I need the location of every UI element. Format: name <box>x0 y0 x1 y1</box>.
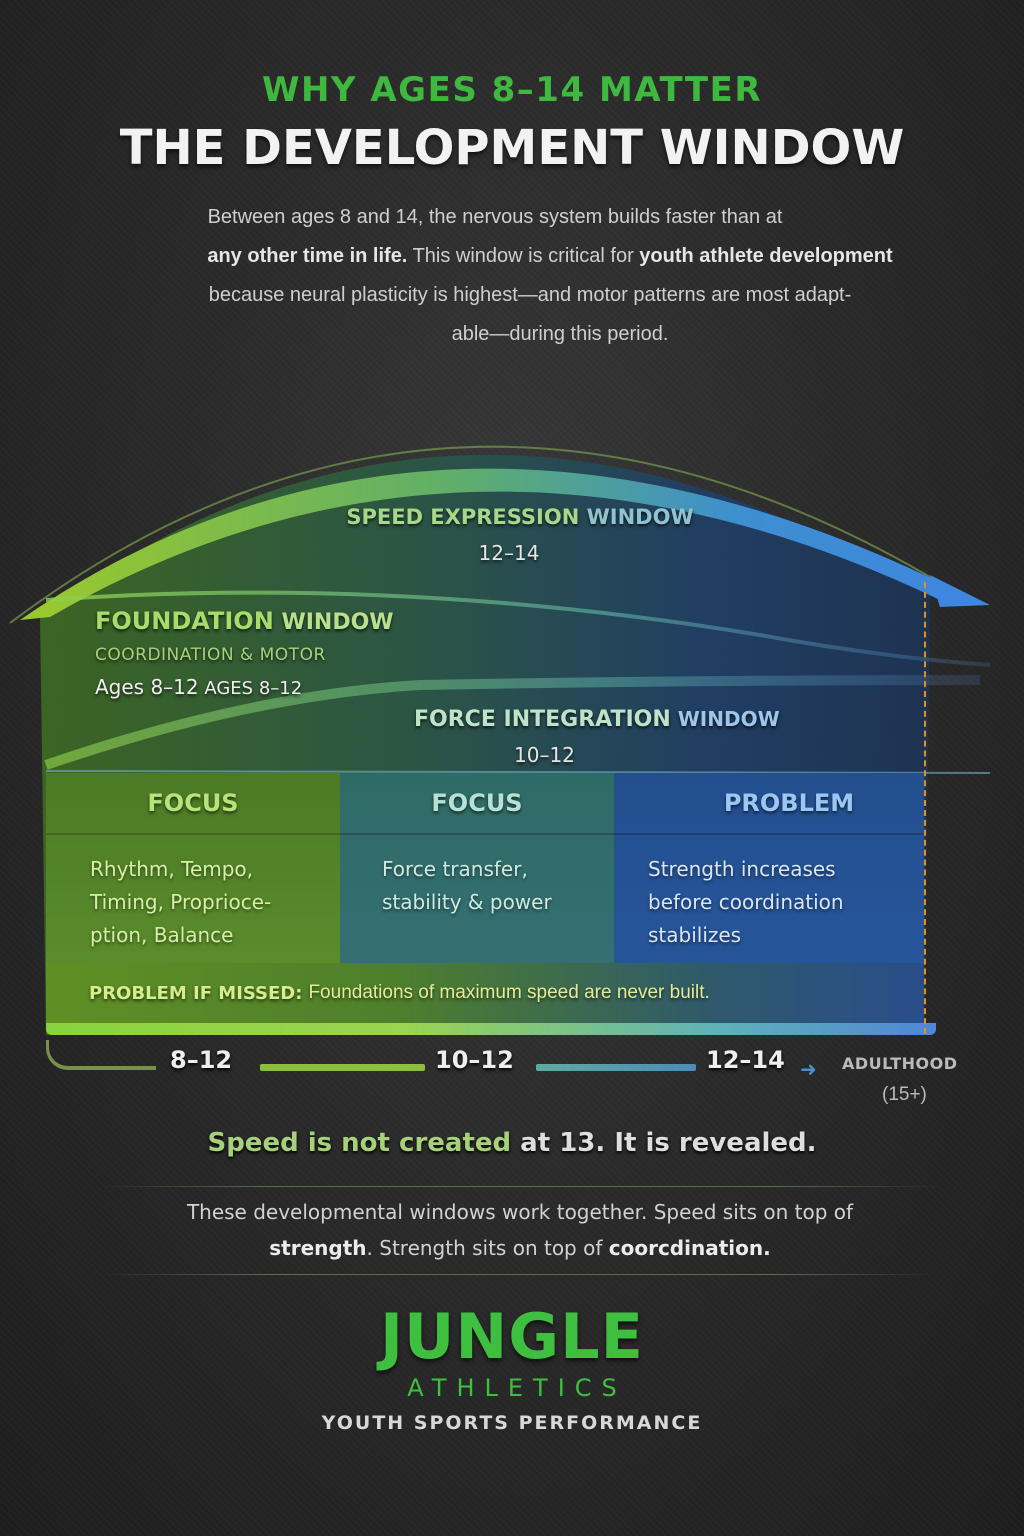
divider <box>100 1274 940 1275</box>
speed-window-ages: 12–14 <box>478 541 540 565</box>
closing-paragraph: These developmental windows work togethe… <box>100 1194 940 1266</box>
divider <box>100 1186 940 1187</box>
foundation-ages-dup: AGES 8–12 <box>198 678 303 699</box>
tagline-green: Speed is not created <box>207 1128 512 1158</box>
missed-text: Foundations of maximum speed are never b… <box>308 982 710 1003</box>
speed-title-bold: SPEED EXPRESSION <box>346 505 580 529</box>
timeline-bar-1 <box>260 1064 425 1071</box>
column-line: stability & power <box>382 890 552 914</box>
brand-subtitle: ATHLETICS <box>407 1374 627 1402</box>
development-window-diagram: SPEED EXPRESSION WINDOW 12–14 FOUNDATION… <box>0 395 1024 1095</box>
column-foundation-focus: FOCUS Rhythm, Tempo, Timing, Proprioce- … <box>46 773 340 963</box>
timeline-stage-2: 10–12 <box>435 1046 514 1074</box>
timeline-start-curve <box>46 1040 156 1070</box>
banner-base-stripe <box>46 1023 936 1035</box>
foundation-ages-main: Ages 8–12 <box>95 675 199 699</box>
closing-text-2: . Strength sits on top of <box>366 1236 609 1260</box>
foundation-title-bold: FOUNDATION <box>95 607 274 635</box>
brand-tagline: YOUTH SPORTS PERFORMANCE <box>321 1412 703 1434</box>
column-heading: PROBLEM <box>614 773 924 835</box>
column-heading: FOCUS <box>340 773 614 835</box>
problem-if-missed-banner: PROBLEM IF MISSED: Foundations of maximu… <box>46 963 924 1023</box>
age-timeline: 8–12 10–12 12–14 ➜ ADULTHOOD (15+) <box>0 1040 1024 1110</box>
timeline-adulthood: ADULTHOOD <box>842 1054 958 1073</box>
force-title-bold: FORCE INTEGRATION <box>414 707 671 732</box>
eyebrow-heading: WHY AGES 8–14 MATTER <box>261 70 763 110</box>
intro-bold-1: any other time in life. <box>207 245 408 267</box>
page-title: THE DEVELOPMENT WINDOW <box>119 120 905 176</box>
intro-line-3: because neural plasticity is highest—and… <box>208 284 852 306</box>
foundation-title-rest: WINDOW <box>273 610 394 635</box>
column-body: Rhythm, Tempo, Timing, Proprioce- ption,… <box>46 835 340 952</box>
adulthood-dashed-line <box>924 582 926 1034</box>
foundation-ages: Ages 8–12 AGES 8–12 <box>95 675 302 699</box>
timeline-adulthood-age: (15+) <box>882 1084 927 1105</box>
column-line: Timing, Proprioce- <box>90 890 272 914</box>
intro-line-2: any other time in life. This window is c… <box>100 237 1000 276</box>
timeline-bar-2 <box>536 1064 696 1071</box>
tagline: Speed is not created at 13. It is reveal… <box>0 1128 1024 1158</box>
column-force-focus: FOCUS Force transfer, stability & power <box>340 773 614 963</box>
intro-bold-2: youth athlete development <box>639 245 893 267</box>
intro-text-2: This window is critical for <box>407 245 640 267</box>
column-heading: FOCUS <box>46 773 340 835</box>
timeline-stage-1: 8–12 <box>170 1046 233 1074</box>
timeline-stage-3: 12–14 <box>706 1046 785 1074</box>
column-body: Strength increases before coordination s… <box>614 835 924 952</box>
brand-logo: JUNGLE <box>379 1300 645 1373</box>
column-body: Force transfer, stability & power <box>340 835 614 919</box>
force-window-title: FORCE INTEGRATION WINDOW <box>414 707 780 732</box>
tagline-rest: at 13. It is revealed. <box>511 1128 817 1158</box>
column-line: Force transfer, <box>382 857 528 881</box>
intro-line-1: Between ages 8 and 14, the nervous syste… <box>207 206 783 228</box>
force-window-ages: 10–12 <box>514 743 575 767</box>
foundation-window-title: FOUNDATION WINDOW <box>95 607 394 635</box>
column-line: Strength increases <box>648 857 836 881</box>
foundation-subtitle: COORDINATION & MOTOR <box>95 645 326 665</box>
intro-line-4: able—during this period. <box>451 323 669 345</box>
force-title-rest: WINDOW <box>670 707 780 731</box>
arrow-right-icon: ➜ <box>800 1059 817 1081</box>
speed-title-rest: WINDOW <box>579 505 694 529</box>
column-line: Rhythm, Tempo, <box>90 857 254 881</box>
column-speed-problem: PROBLEM Strength increases before coordi… <box>614 773 924 963</box>
intro-paragraph: Between ages 8 and 14, the nervous syste… <box>100 198 1000 354</box>
column-line: ption, Balance <box>90 923 234 947</box>
speed-window-title: SPEED EXPRESSION WINDOW <box>0 505 1024 529</box>
column-line: before coordination <box>648 890 844 914</box>
column-line: stabilizes <box>648 923 742 947</box>
closing-line-1: These developmental windows work togethe… <box>186 1200 854 1224</box>
closing-bold-2: coorcdination. <box>608 1236 771 1260</box>
closing-bold-1: strength <box>269 1236 367 1260</box>
missed-label: PROBLEM IF MISSED: <box>89 982 303 1004</box>
